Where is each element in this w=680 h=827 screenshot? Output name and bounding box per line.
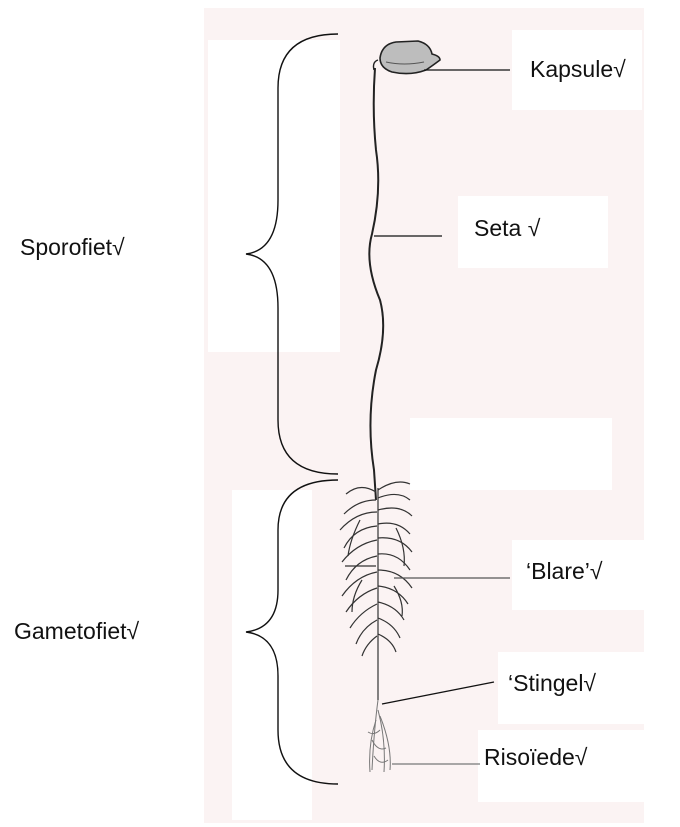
label-gametophyte: Gametofiet√	[14, 618, 140, 644]
sporophyte-brace	[245, 33, 339, 475]
label-stem: ‘Stingel√	[508, 670, 597, 696]
label-box-seta	[458, 196, 608, 268]
label-capsule: Kapsule√	[530, 56, 626, 82]
capsule-drawing	[372, 40, 441, 75]
label-box-stem	[498, 652, 644, 724]
label-seta: Seta √	[474, 215, 541, 241]
label-box-leaves	[512, 540, 644, 610]
label-rhizoids: Risoïede√	[484, 744, 588, 770]
stem-pointer-line	[381, 681, 495, 705]
gametophyte-brace	[245, 479, 339, 785]
label-leaves: ‘Blare’√	[526, 558, 603, 584]
label-box-left-upper	[208, 40, 340, 352]
label-box-blank	[410, 418, 612, 490]
label-box-left-lower	[232, 490, 312, 820]
seta-drawing	[368, 67, 385, 501]
rhizoids-drawing	[367, 699, 391, 773]
leafy-shoot-drawing	[339, 481, 413, 700]
label-box-capsule	[512, 30, 642, 110]
label-sporophyte: Sporofiet√	[20, 234, 125, 260]
label-box-rhizoids	[478, 730, 644, 802]
